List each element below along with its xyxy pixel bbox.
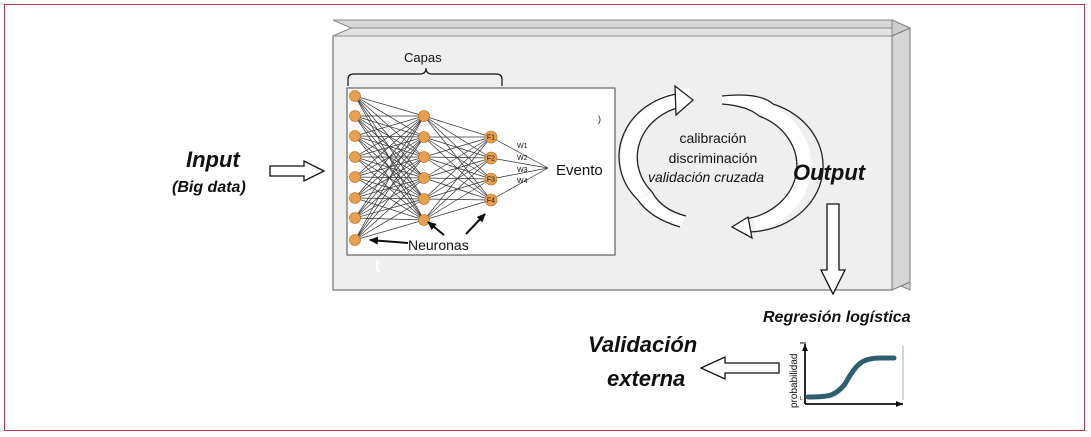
hidden-neuron <box>418 214 430 226</box>
output-connection-line <box>490 167 549 180</box>
output-title: Output <box>793 160 867 185</box>
connection-line <box>354 95 425 179</box>
input-neuron <box>349 234 361 246</box>
layers-brace <box>347 67 503 86</box>
output-node-label: F4 <box>487 198 495 205</box>
connection-line <box>354 115 425 219</box>
hidden-neuron <box>418 172 430 184</box>
output-connection-line <box>490 167 549 201</box>
weight-label: W3 <box>517 167 528 174</box>
hidden-neuron <box>418 151 430 163</box>
weight-label: W4 <box>517 178 528 185</box>
hidden-neuron <box>418 131 430 143</box>
input-neuron <box>349 130 361 142</box>
connection-line <box>354 115 425 158</box>
hidden-neuron <box>418 110 430 122</box>
connection-line <box>354 136 425 241</box>
neurons-arrow-2 <box>427 221 445 236</box>
connection-line <box>354 95 425 117</box>
connection-line <box>354 198 425 241</box>
output-connection-line <box>490 136 549 169</box>
weight-label: W1 <box>517 143 528 150</box>
input-neuron <box>349 151 361 163</box>
connection-line <box>354 136 425 158</box>
regression-title: Regresión logística <box>763 309 911 326</box>
chart-tick-low: L <box>800 396 803 402</box>
external-arrow-icon <box>699 355 780 381</box>
connection-line <box>354 198 425 219</box>
output-neuron <box>484 151 498 165</box>
layers-label: Capas <box>404 50 442 65</box>
cycle-line-1: calibración <box>680 130 747 146</box>
connection-line <box>423 136 492 221</box>
connection-line <box>423 136 492 159</box>
connection-line <box>423 178 492 221</box>
connection-line <box>423 115 492 138</box>
input-title: Input <box>186 147 241 172</box>
connection-line <box>423 136 492 179</box>
cycle-line-2: discriminación <box>669 150 758 166</box>
output-arrow-icon <box>819 203 847 296</box>
cycle-line-3: validación cruzada <box>648 169 764 185</box>
cycle-arrows-icon <box>618 84 824 240</box>
connection-line <box>423 136 492 180</box>
connection-line <box>354 115 425 137</box>
output-node-label: F3 <box>487 177 495 184</box>
input-arrow-icon <box>269 159 326 183</box>
neurons-label: Neuronas <box>408 237 469 253</box>
connection-line <box>354 115 425 221</box>
connection-line <box>354 95 425 200</box>
neurons-arrow-3 <box>465 213 486 235</box>
output-neuron <box>484 193 498 207</box>
input-subtitle: (Big data) <box>172 179 246 196</box>
input-neuron <box>349 212 361 224</box>
connection-line <box>354 115 425 241</box>
input-neuron <box>349 90 361 102</box>
stray-mark-t: t <box>375 256 380 276</box>
external-line-2: externa <box>607 366 685 391</box>
output-neuron <box>484 130 498 144</box>
external-line-1: Validación <box>588 332 697 357</box>
input-neuron <box>349 171 361 183</box>
connection-line <box>354 115 425 178</box>
input-neuron <box>349 110 361 122</box>
chart-ylabel: probabilidad <box>789 354 800 409</box>
connection-line <box>423 136 492 158</box>
connection-line <box>423 157 492 221</box>
weight-label: W2 <box>517 155 528 162</box>
output-node-label: F2 <box>487 156 495 163</box>
figure-frame <box>4 4 1085 431</box>
logistic-curve <box>805 355 897 400</box>
connection-line <box>354 177 425 241</box>
connection-line <box>423 136 492 201</box>
connection-line <box>354 156 425 219</box>
hidden-neuron <box>418 193 430 205</box>
connection-line <box>354 217 425 221</box>
event-label: Evento <box>556 162 603 179</box>
output-neuron <box>484 172 498 186</box>
output-connection-line <box>490 157 549 169</box>
neurons-arrow-1 <box>369 236 409 245</box>
output-node-label: F1 <box>487 135 495 142</box>
connection-line <box>423 136 492 200</box>
input-neuron <box>349 192 361 204</box>
connection-line <box>354 156 425 241</box>
connection-line <box>354 115 425 199</box>
connection-line <box>423 199 492 221</box>
stray-mark-paren: ) <box>598 114 601 124</box>
connection-line <box>354 219 425 241</box>
network-connections <box>354 95 549 241</box>
logistic-chart <box>800 342 904 407</box>
